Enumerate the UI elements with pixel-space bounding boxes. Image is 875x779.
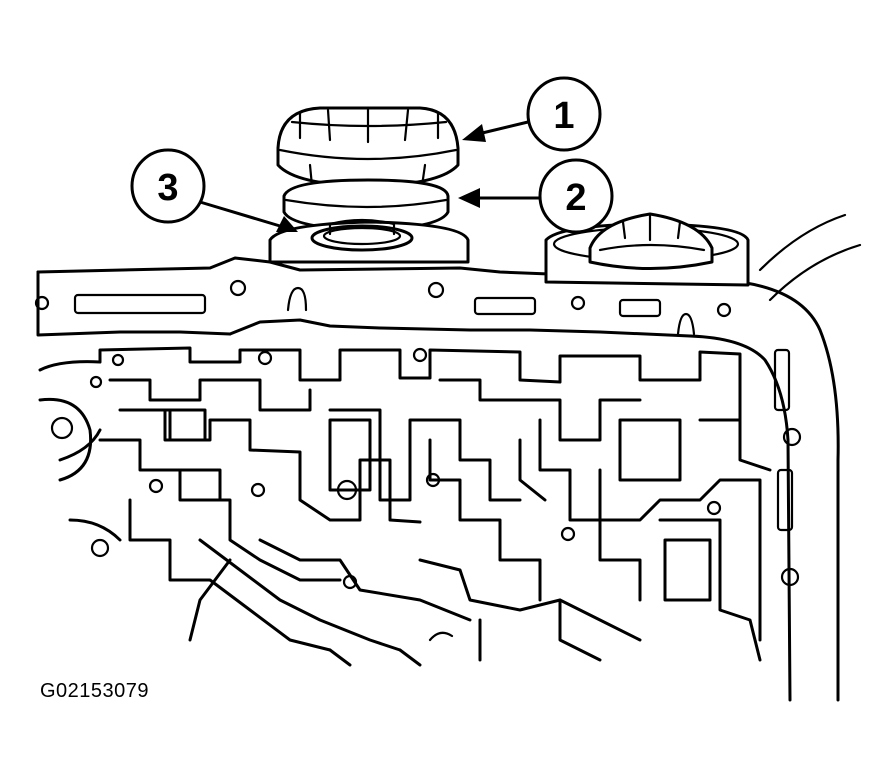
right-accumulator bbox=[544, 212, 750, 287]
callout-3-arrowhead bbox=[276, 216, 298, 232]
plate-slots bbox=[73, 293, 794, 532]
callout-2-label: 2 bbox=[565, 177, 586, 219]
valve-body-passages bbox=[38, 346, 772, 667]
upper-piston-cap bbox=[276, 106, 460, 188]
valve-body-plate bbox=[36, 213, 862, 702]
callout-1-arrowhead bbox=[462, 124, 486, 142]
callout-2-arrowhead bbox=[458, 188, 480, 208]
callout-3: 3 bbox=[130, 148, 206, 224]
spring-retainer bbox=[268, 218, 470, 264]
callout-1: 1 bbox=[526, 76, 602, 152]
callout-3-label: 3 bbox=[157, 167, 178, 209]
passage-holes bbox=[50, 347, 722, 642]
callout-1-label: 1 bbox=[553, 95, 574, 137]
figure-id-code: G02153079 bbox=[40, 680, 150, 702]
callout-leaders bbox=[198, 120, 542, 232]
callout-2: 2 bbox=[538, 158, 614, 234]
plate-holes bbox=[34, 279, 802, 587]
